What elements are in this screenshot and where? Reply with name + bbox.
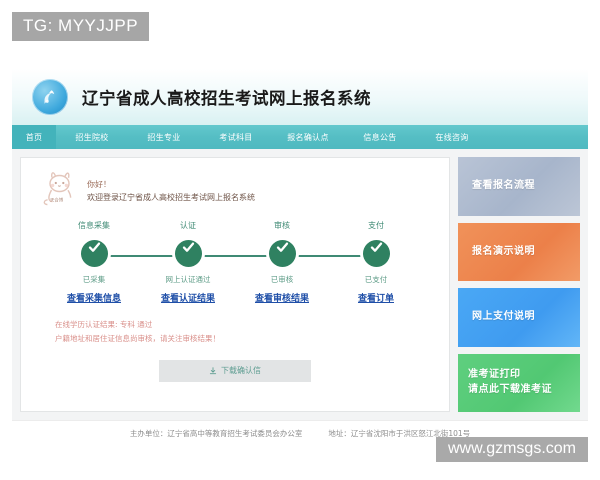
- step-payment: 支付 已支付 查看订单: [329, 218, 423, 305]
- step-title: 审核: [274, 221, 290, 230]
- sidebar-card-registration-process[interactable]: 查看报名流程: [458, 157, 580, 216]
- notice-block: 在线学历认证结果: 专科 通过 户籍地址和居住证信息尚审核，请关注审核结果！: [55, 318, 449, 346]
- step-link-view-review[interactable]: 查看审核结果: [254, 294, 309, 304]
- step-status: 已采集: [82, 275, 106, 284]
- step-link-view-order[interactable]: 查看订单: [357, 294, 394, 304]
- check-icon: [362, 240, 390, 267]
- step-review: 审核 已审核 查看审核结果: [235, 218, 329, 305]
- tg-watermark-tag: TG: MYYJJPP: [12, 12, 150, 41]
- download-confirmation-button[interactable]: 下载确认信: [159, 359, 311, 382]
- bird-emblem-icon: [32, 79, 68, 115]
- step-title: 信息采集: [78, 221, 110, 230]
- step-link-view-collection[interactable]: 查看采集信息: [66, 294, 121, 304]
- step-status: 已支付: [364, 275, 388, 284]
- nav-item-home[interactable]: 首页: [12, 125, 56, 149]
- step-status: 网上认证通过: [165, 275, 211, 284]
- stepper-connector-line: [99, 255, 371, 257]
- notice-line-1: 在线学历认证结果: 专科 通过: [55, 320, 153, 329]
- nav-item-online-consult[interactable]: 在线咨询: [435, 132, 469, 142]
- greeting-block: 天合博 你好！ 欢迎登录辽宁省成人高校招生考试网上报名系统: [21, 158, 449, 210]
- step-title: 支付: [368, 221, 384, 230]
- check-icon: [80, 240, 108, 267]
- check-icon: [174, 240, 202, 267]
- greeting-text: 你好！ 欢迎登录辽宁省成人高校招生考试网上报名系统: [87, 170, 255, 205]
- sidebar: 查看报名流程 报名演示说明 网上支付说明 准考证打印 请点此下载准考证: [458, 157, 580, 412]
- primary-nav: 首页 招生院校 招生专业 考试科目 报名确认点 信息公告 在线咨询: [12, 125, 588, 149]
- notice-line-2: 户籍地址和居住证信息尚审核，请关注审核结果！: [55, 333, 220, 343]
- download-row: 下载确认信: [21, 359, 449, 382]
- svg-text:天合博: 天合博: [50, 197, 64, 204]
- greeting-hello: 你好！: [87, 180, 111, 189]
- page-title: 辽宁省成人高校招生考试网上报名系统: [82, 89, 371, 108]
- site-watermark: www.gzmsgs.com: [435, 437, 588, 462]
- nav-item-announcements[interactable]: 信息公告: [363, 132, 397, 142]
- greeting-welcome: 欢迎登录辽宁省成人高校招生考试网上报名系统: [87, 193, 255, 202]
- step-title: 认证: [180, 221, 196, 230]
- step-status: 已审核: [270, 275, 294, 284]
- sidebar-card-online-payment-guide[interactable]: 网上支付说明: [458, 288, 580, 347]
- download-icon: [209, 363, 217, 378]
- check-icon: [268, 240, 296, 267]
- nav-item-confirm-point[interactable]: 报名确认点: [287, 132, 329, 142]
- sidebar-card-registration-demo[interactable]: 报名演示说明: [458, 222, 580, 281]
- nav-item-subjects[interactable]: 考试科目: [219, 132, 253, 142]
- step-link-view-certification[interactable]: 查看认证结果: [160, 294, 215, 304]
- download-button-label: 下载确认信: [221, 366, 261, 376]
- footer-organizer: 主办单位：辽宁省高中等教育招生考试委员会办公室: [129, 429, 303, 438]
- step-certification: 认证 网上认证通过 查看认证结果: [141, 218, 235, 305]
- step-info-collection: 信息采集 已采集 查看采集信息: [47, 218, 141, 305]
- site-page: 辽宁省成人高校招生考试网上报名系统 首页 招生院校 招生专业 考试科目 报名确认…: [12, 69, 588, 420]
- nav-item-schools[interactable]: 招生院校: [75, 132, 109, 142]
- cat-mascot-icon: 天合博: [43, 172, 72, 206]
- progress-stepper: 信息采集 已采集 查看采集信息 认证 网上认证通过 查看认证结果: [47, 218, 423, 316]
- sidebar-card-admission-ticket-print[interactable]: 准考证打印 请点此下载准考证: [458, 353, 580, 412]
- main-panel: 天合博 你好！ 欢迎登录辽宁省成人高校招生考试网上报名系统 信息采集 已: [20, 157, 450, 412]
- content-area: 天合博 你好！ 欢迎登录辽宁省成人高校招生考试网上报名系统 信息采集 已: [12, 149, 588, 420]
- nav-item-majors[interactable]: 招生专业: [147, 132, 181, 142]
- footer-address: 地址：辽宁省沈阳市于洪区怒江北街101号: [328, 429, 471, 438]
- site-header: 辽宁省成人高校招生考试网上报名系统: [12, 69, 588, 125]
